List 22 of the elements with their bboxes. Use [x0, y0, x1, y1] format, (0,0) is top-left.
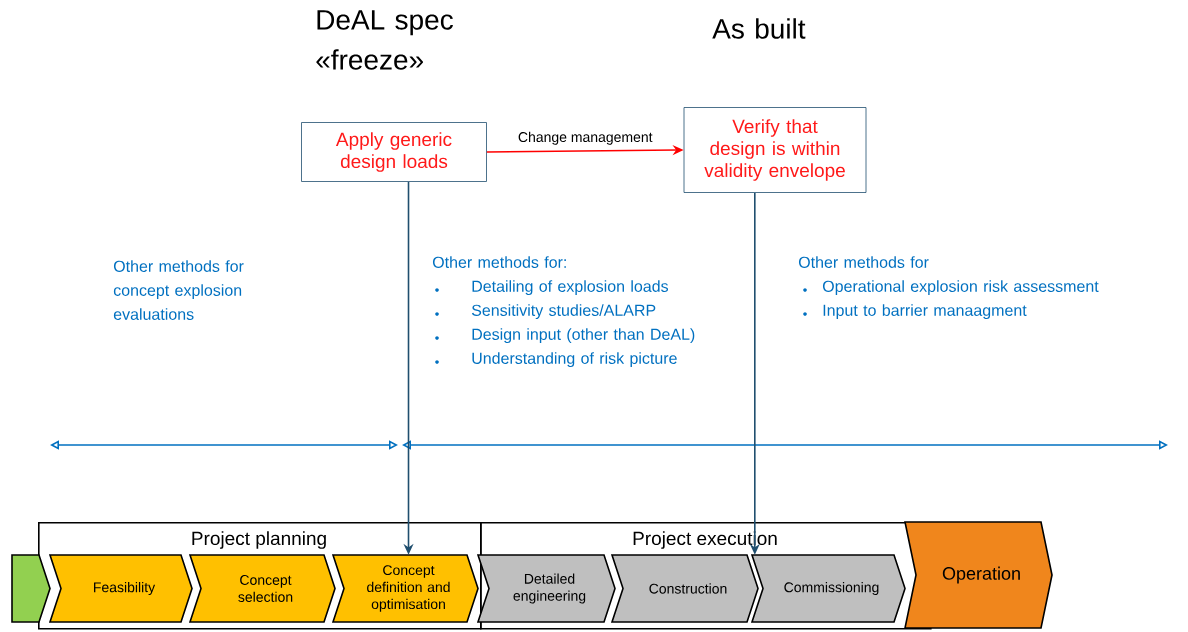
note-text: Other methods for: [798, 256, 929, 268]
list-item: Input to barrier manaagment: [823, 304, 1027, 320]
stage-block: Operation: [904, 521, 1053, 629]
list-item: Design input (other than DeAL): [472, 328, 695, 344]
stage-block: Commissioning: [750, 554, 906, 623]
stage-block: [11, 554, 51, 623]
stage-block: Detailed engineering: [476, 554, 616, 623]
process-box: Verify that design is within validity envelope: [683, 107, 867, 193]
edge-label: Change management: [516, 130, 654, 146]
note-text: Other methods for:: [432, 256, 566, 268]
stage-block: Feasibility: [48, 554, 193, 623]
stage-block: Construction: [610, 554, 759, 623]
process-box: Apply generic design loads: [301, 122, 487, 182]
stage-block: Concept definition and optimisation: [331, 554, 479, 623]
list-item: Detailing of explosion loads: [472, 280, 668, 296]
list-item: Operational explosion risk assessment: [822, 280, 1099, 296]
stage-block: Concept selection: [188, 554, 336, 623]
list-item: Understanding of risk picture: [472, 352, 677, 368]
list-item: Sensitivity studies/ALARP: [471, 304, 656, 320]
heading: As built: [712, 18, 806, 39]
note-text: Other methods for concept explosion evaluations: [113, 260, 244, 320]
heading: DeAL spec «freeze»: [316, 10, 453, 70]
